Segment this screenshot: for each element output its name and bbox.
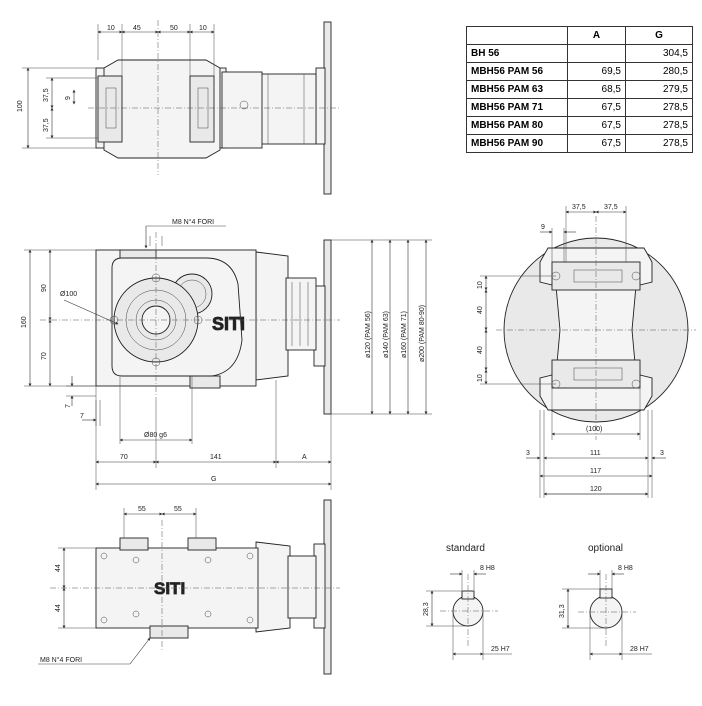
- front-note-holes: M8 N°4 FORI: [172, 218, 214, 226]
- table-header-G: G: [625, 26, 693, 45]
- flange-dim-2: ø160 (PAM 71): [401, 311, 408, 358]
- front-dim-A: A: [302, 454, 307, 461]
- keyway-standard-title: standard: [446, 543, 485, 554]
- table-header-row: A G: [466, 26, 693, 45]
- front-dim-70: 70: [41, 352, 48, 360]
- keyway-standard-bore: 25 H7: [491, 646, 510, 653]
- top-dim-37a: 37,5: [43, 88, 50, 102]
- side-dim-9: 9: [541, 224, 545, 231]
- bottom-view: SITI 55 55 44 44 M8 N°4 FORI: [38, 499, 340, 675]
- table-cell-A: 69,5: [567, 62, 626, 81]
- side-dim-111: 111: [590, 450, 601, 457]
- table-cell-model: BH 56: [466, 44, 568, 63]
- top-dim-10b: 10: [199, 25, 207, 32]
- keyway-standard: standard 8 H8 28,3 25 H7: [423, 543, 512, 660]
- table-cell-G: 278,5: [625, 116, 693, 135]
- side-dim-37b: 37,5: [604, 204, 618, 211]
- side-dim-3a: 3: [526, 450, 530, 457]
- table-cell-A: 67,5: [567, 116, 626, 135]
- bottom-dim-44b: 44: [55, 604, 62, 612]
- bottom-dim-44a: 44: [55, 564, 62, 572]
- table-cell-G: 278,5: [625, 98, 693, 117]
- table-cell-A: 67,5: [567, 134, 626, 153]
- side-dim-100: (100): [586, 426, 602, 433]
- front-dim-141: 141: [210, 454, 222, 461]
- dimensions-table: A G BH 56 304,5 MBH56 PAM 56 69,5 280,5 …: [466, 26, 693, 153]
- table-header-A: A: [567, 26, 626, 45]
- table-row: MBH56 PAM 71 67,5 278,5: [466, 98, 693, 117]
- table-cell-A: 67,5: [567, 98, 626, 117]
- front-dim-7b: 7: [80, 413, 84, 420]
- bottom-dim-55b: 55: [174, 506, 182, 513]
- top-dim-45: 45: [133, 25, 141, 32]
- side-dim-40a: 40: [477, 306, 484, 314]
- table-cell-A: 68,5: [567, 80, 626, 99]
- table-row: MBH56 PAM 63 68,5 279,5: [466, 80, 693, 99]
- side-dim-117: 117: [590, 468, 601, 475]
- table-cell-G: 304,5: [625, 44, 693, 63]
- top-dim-37b: 37,5: [43, 118, 50, 132]
- side-view: 37,5 37,5 9 10 40 40 10 (100) 3 111 3 11…: [477, 204, 696, 498]
- front-dim-90: 90: [41, 284, 48, 292]
- keyway-optional-title: optional: [588, 543, 623, 554]
- table-cell-G: 280,5: [625, 62, 693, 81]
- top-dim-10a: 10: [107, 25, 115, 32]
- top-dim-100: 100: [17, 100, 24, 112]
- table-cell-G: 278,5: [625, 134, 693, 153]
- front-logo: SITI: [212, 314, 245, 334]
- keyway-standard-key: 8 H8: [480, 565, 495, 572]
- table-cell-G: 279,5: [625, 80, 693, 99]
- side-dim-40b: 40: [477, 346, 484, 354]
- bottom-note-holes: M8 N°4 FORI: [40, 656, 82, 664]
- front-dim-70b: 70: [120, 454, 128, 461]
- flange-dim-3: ø200 (PAM 80-90): [419, 305, 426, 362]
- table-cell-model: MBH56 PAM 71: [466, 98, 568, 117]
- front-dim-160: 160: [21, 316, 28, 328]
- table-cell-model: MBH56 PAM 56: [466, 62, 568, 81]
- flange-dim-1: ø140 (PAM 63): [383, 311, 390, 358]
- side-dim-10b: 10: [477, 374, 484, 382]
- table-row: MBH56 PAM 90 67,5 278,5: [466, 134, 693, 153]
- table-row: BH 56 304,5: [466, 44, 693, 63]
- table-cell-model: MBH56 PAM 63: [466, 80, 568, 99]
- front-view: SITI M8 N°4 FORI 160 90 70 7 7 Ø100 Ø8: [21, 218, 432, 490]
- table-row: MBH56 PAM 56 69,5 280,5: [466, 62, 693, 81]
- table-header-model: [466, 26, 568, 45]
- side-dim-37a: 37,5: [572, 204, 586, 211]
- front-dim-7a: 7: [65, 404, 72, 408]
- keyway-standard-height: 28,3: [423, 602, 430, 616]
- table-cell-model: MBH56 PAM 90: [466, 134, 568, 153]
- top-view: 10 45 50 10 100 37,5 37,5 9: [17, 20, 340, 195]
- side-dim-120: 120: [590, 486, 602, 493]
- keyway-optional-height: 31,3: [559, 604, 566, 618]
- side-dim-3b: 3: [660, 450, 664, 457]
- front-dia80: Ø80 g6: [144, 432, 167, 439]
- front-dia100: Ø100: [60, 291, 77, 298]
- table-cell-A: [567, 44, 626, 63]
- top-dim-9: 9: [65, 96, 72, 100]
- front-dim-G: G: [211, 476, 216, 483]
- table-cell-model: MBH56 PAM 80: [466, 116, 568, 135]
- keyway-optional-key: 8 H8: [618, 565, 633, 572]
- bottom-logo: SITI: [154, 579, 185, 598]
- flange-dim-0: ø120 (PAM 56): [365, 311, 372, 358]
- side-dim-10a: 10: [477, 281, 484, 289]
- bottom-dim-55a: 55: [138, 506, 146, 513]
- top-dim-50: 50: [170, 25, 178, 32]
- keyway-optional: optional 8 H8 31,3 28 H7: [559, 543, 652, 660]
- table-row: MBH56 PAM 80 67,5 278,5: [466, 116, 693, 135]
- keyway-optional-bore: 28 H7: [630, 646, 649, 653]
